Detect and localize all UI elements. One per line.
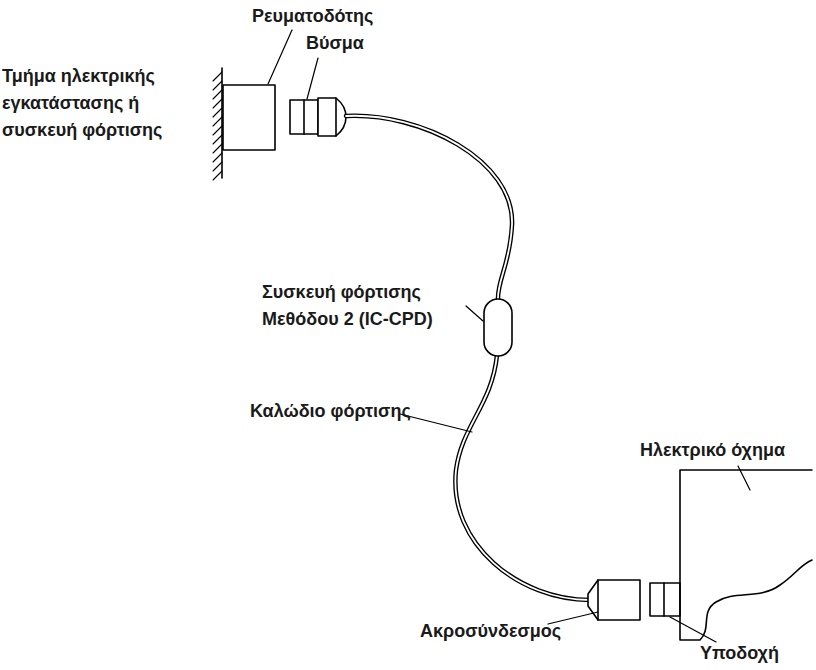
- part-label: Βύσμα: [306, 30, 364, 57]
- part-label: Τμήμα ηλεκτρικής εγκατάστασης ή συσκευή …: [2, 63, 214, 144]
- charging-cable: [346, 116, 590, 600]
- vehicle-connector: [588, 580, 640, 620]
- hatch-stroke: [213, 135, 222, 144]
- electric-vehicle: [680, 470, 812, 640]
- hatch-stroke: [213, 144, 222, 153]
- wall-hatching: [213, 72, 222, 180]
- part-label: Ρευματοδότης: [252, 3, 373, 30]
- hatch-stroke: [213, 72, 222, 81]
- part-label: Ακροσύνδεσμος: [420, 618, 561, 645]
- hatch-stroke: [213, 81, 222, 90]
- hatch-stroke: [213, 99, 222, 108]
- part-label: Καλώδιο φόρτισης: [250, 398, 411, 425]
- socket-outlet: [223, 85, 275, 150]
- part-label: Συσκευή φόρτισης Μεθόδου 2 (IC-CPD): [262, 279, 468, 333]
- hatch-stroke: [213, 171, 222, 180]
- plug: [290, 98, 346, 136]
- leader-lines: [268, 30, 750, 642]
- part-label: Ηλεκτρικό όχημα: [640, 437, 785, 464]
- hatch-stroke: [213, 108, 222, 117]
- ic-cpd-device: [484, 299, 512, 356]
- hatch-stroke: [213, 162, 222, 171]
- hatch-stroke: [213, 90, 222, 99]
- hatch-stroke: [213, 153, 222, 162]
- hatch-stroke: [213, 117, 222, 126]
- vehicle-inlet: [650, 583, 680, 616]
- hatch-stroke: [213, 126, 222, 135]
- part-label: Υποδοχή: [700, 640, 779, 667]
